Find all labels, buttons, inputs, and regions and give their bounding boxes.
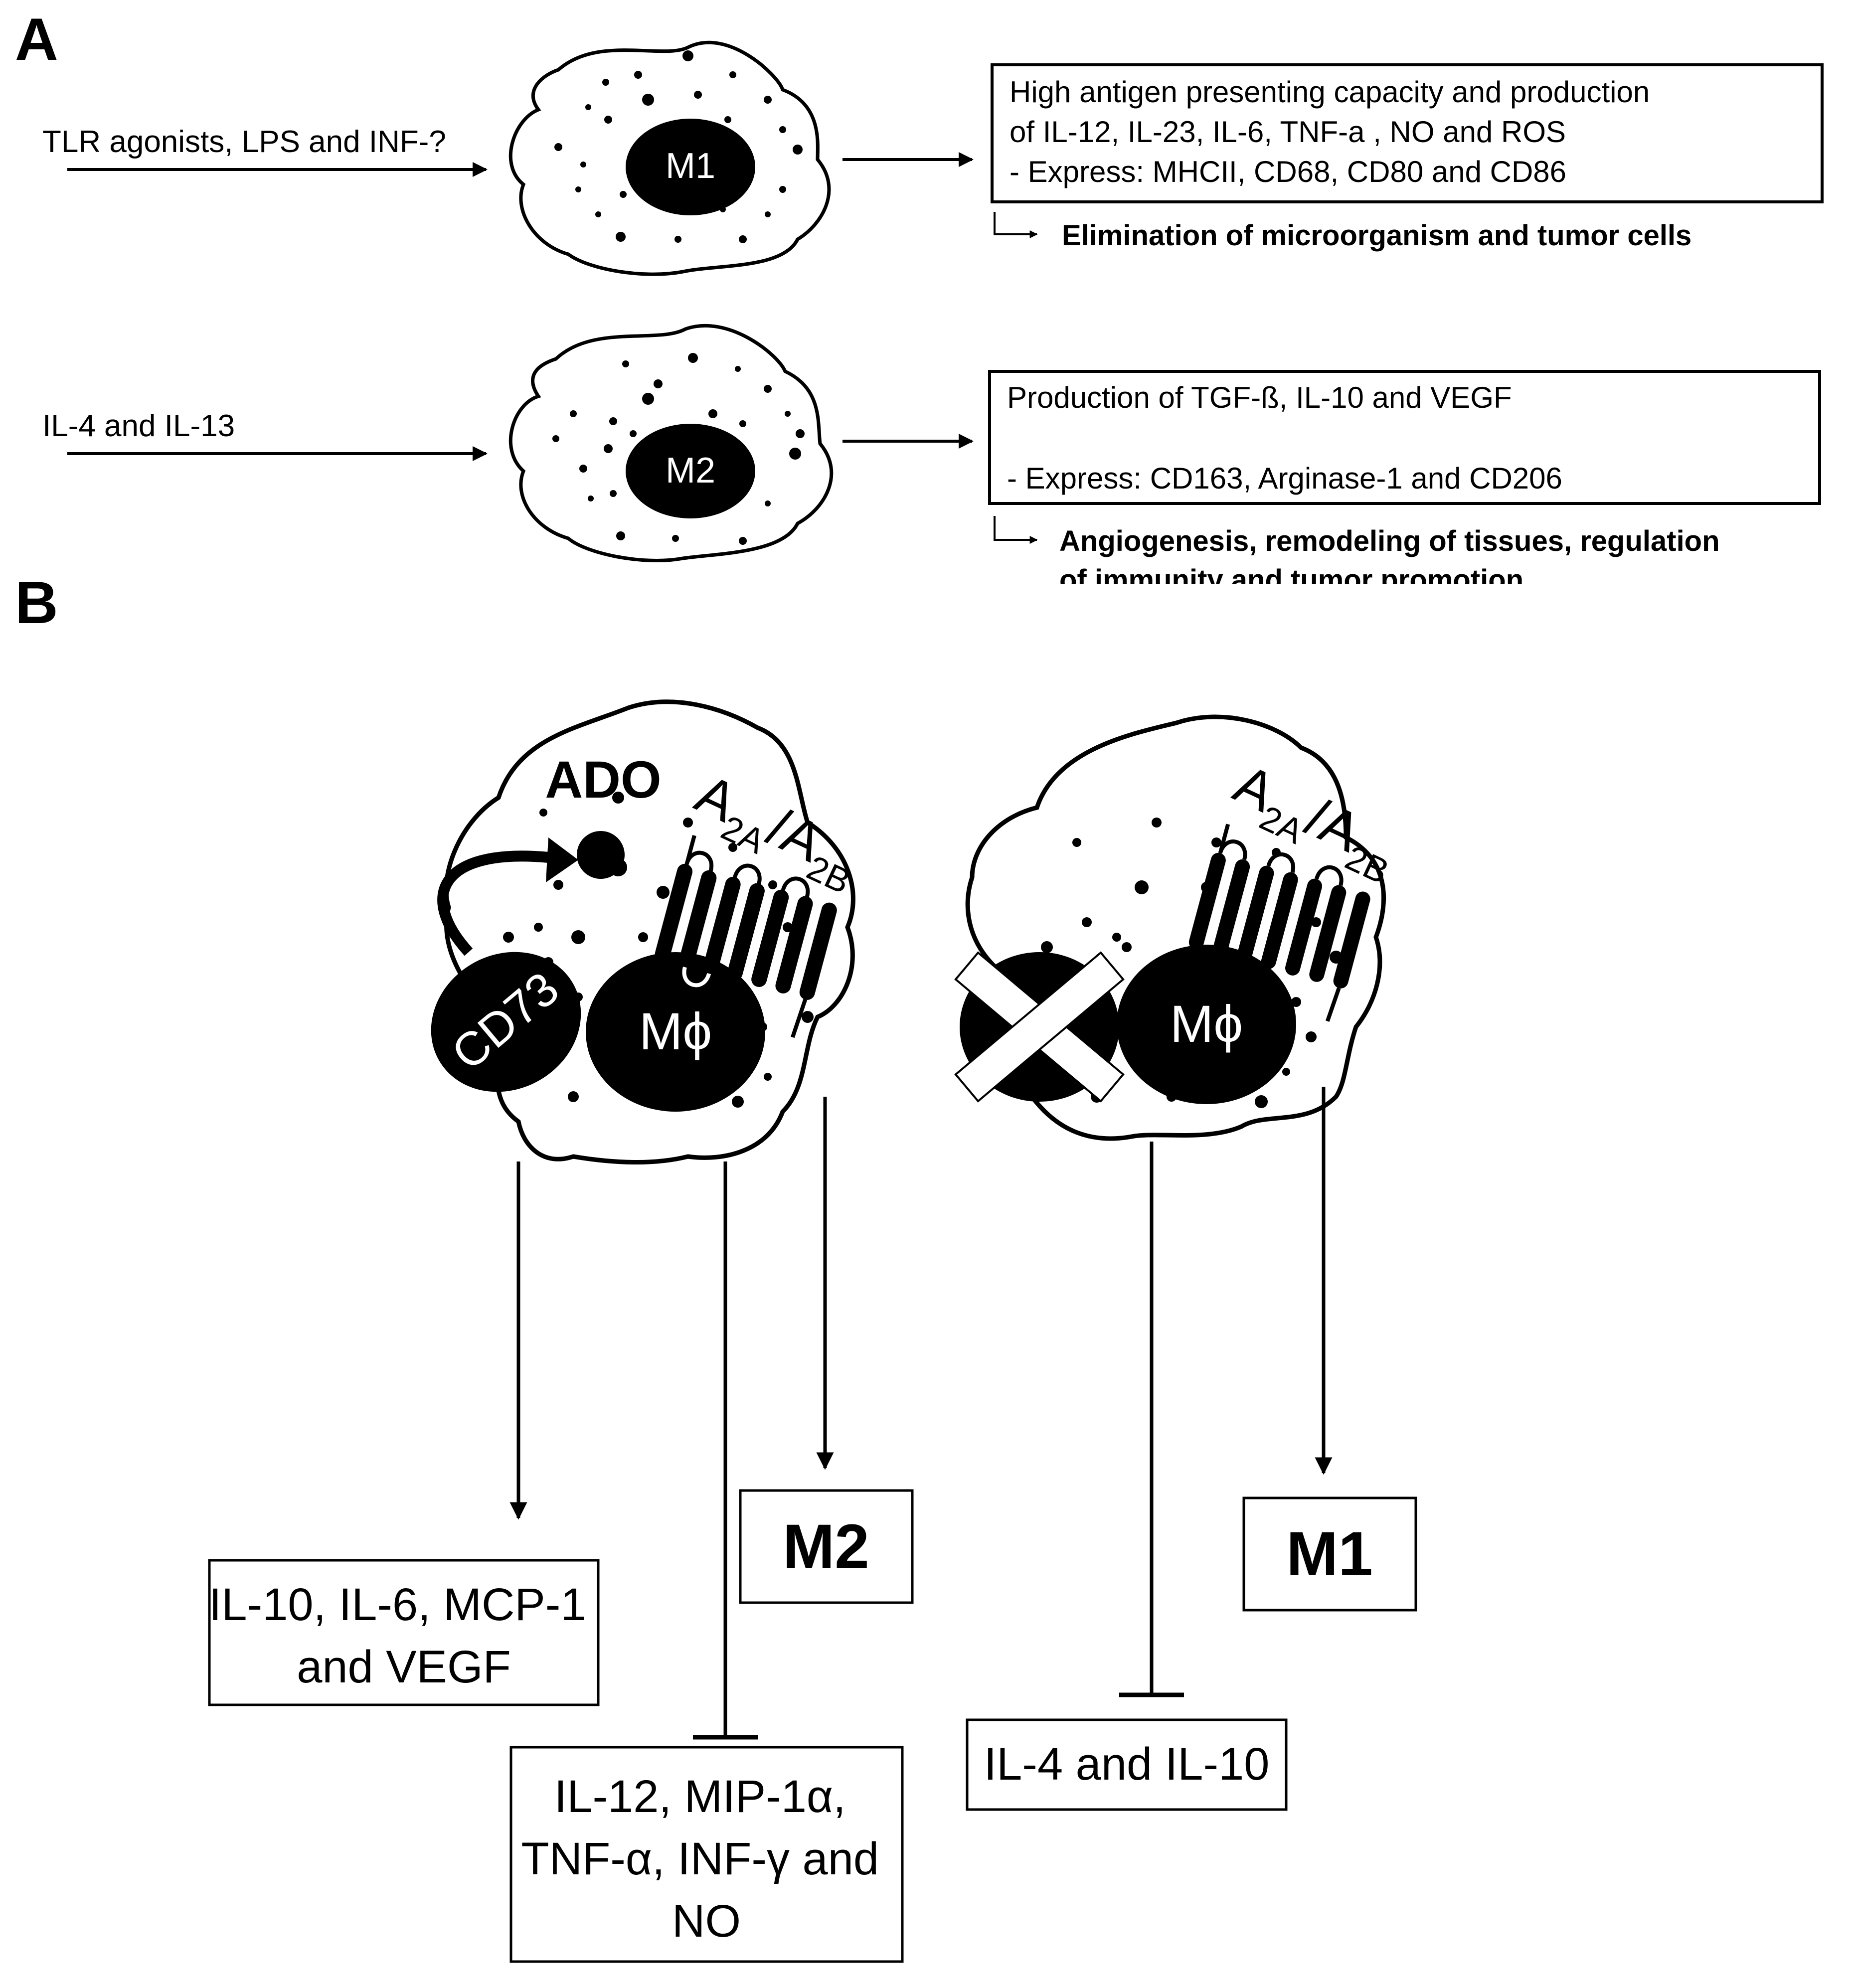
right-inhibited-label: IL-4 and IL-10 xyxy=(984,1739,1270,1790)
panel-a-label: A xyxy=(15,6,58,73)
m2-properties-line: Production of TGF-ß, IL-10 and VEGF xyxy=(1007,381,1512,414)
left-induced-text: IL-10, IL-6, MCP-1 and VEGF xyxy=(209,1579,599,1692)
left-induced-line: IL-10, IL-6, MCP-1 xyxy=(209,1579,586,1630)
right-phenotype-label: M1 xyxy=(1286,1519,1373,1589)
left-inhibited-box xyxy=(509,1746,904,1963)
cd73-enzyme: CD73 xyxy=(431,952,581,1092)
m2-properties-text: Production of TGF-ß, IL-10 and VEGF - Ex… xyxy=(1007,381,1562,495)
m1-properties-text: High antigen presenting capacity and pro… xyxy=(1010,75,1658,188)
ado-production-arrowhead xyxy=(546,837,578,882)
ado-molecule xyxy=(577,831,625,879)
m2-cell: M2 xyxy=(508,324,834,562)
right-a2-receptor xyxy=(1188,824,1370,1022)
left-inhibited-line: NO xyxy=(672,1896,741,1947)
left-phenotype-box xyxy=(739,1489,914,1604)
right-phenotype-box xyxy=(1242,1496,1417,1612)
left-macrophage-label: Mϕ xyxy=(639,1002,712,1061)
left-a2-receptor xyxy=(655,834,837,1038)
m1-outcome-arrow xyxy=(994,212,1038,238)
left-inhibited-line: IL-12, MIP-1α, xyxy=(554,1771,846,1822)
left-inhibited-line: TNF-α, INF-γ and xyxy=(521,1833,879,1884)
m1-outcome-label: Elimination of microorganism and tumor c… xyxy=(1062,219,1691,252)
left-inhibited-text: IL-12, MIP-1α, TNF-α, INF-γ and NO xyxy=(521,1771,891,1947)
m2-cell-label: M2 xyxy=(666,451,715,491)
left-induced-line: and VEGF xyxy=(297,1642,511,1692)
m2-outcome-line: Angiogenesis, remodeling of tissues, reg… xyxy=(1059,525,1720,557)
left-phenotype-label: M2 xyxy=(783,1512,869,1581)
ado-label: ADO xyxy=(545,751,661,809)
m2-properties-line: - Express: CD163, Arginase-1 and CD206 xyxy=(1007,462,1562,495)
m1-properties-box xyxy=(991,63,1824,203)
right-inhibited-box xyxy=(966,1718,1288,1811)
m1-properties-line: High antigen presenting capacity and pro… xyxy=(1010,75,1650,109)
m2-outcome-arrow xyxy=(994,516,1038,544)
panel-b-label: B xyxy=(15,569,58,636)
m1-cell-label: M1 xyxy=(666,146,715,186)
ado-production-arrow xyxy=(437,850,549,956)
m1-cell: M1 xyxy=(508,40,831,276)
right-macrophage-label: Mϕ xyxy=(1170,995,1243,1053)
m2-properties-box xyxy=(988,370,1821,505)
m1-properties-line: - Express: MHCII, CD68, CD80 and CD86 xyxy=(1010,155,1566,188)
m1-stimulus-label: TLR agonists, LPS and INF-? xyxy=(42,125,446,159)
cd73-knockout-symbol xyxy=(954,951,1125,1103)
m1-properties-line: of IL-12, IL-23, IL-6, TNF-a , NO and RO… xyxy=(1010,115,1566,149)
text-clip-mask xyxy=(1047,584,1795,599)
m2-stimulus-label: IL-4 and IL-13 xyxy=(42,409,235,443)
left-induced-box xyxy=(208,1559,600,1706)
